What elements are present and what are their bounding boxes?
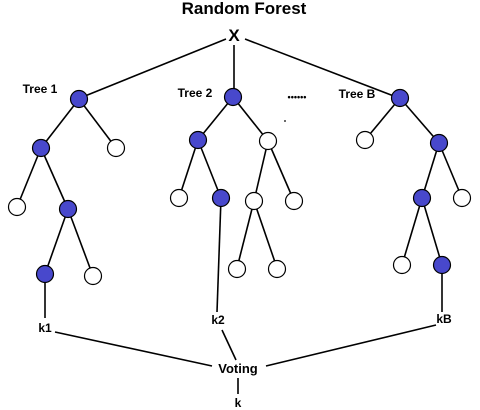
edges [16, 38, 463, 394]
edge-tB [399, 97, 440, 144]
tree-node-active [412, 188, 432, 208]
edge-t2 [236, 200, 255, 269]
tree-node-active [31, 138, 51, 158]
diagram-title: Random Forest [182, 0, 307, 18]
tree-node [258, 131, 278, 151]
edge-t2 [197, 96, 234, 141]
edge-t2 [253, 140, 269, 202]
root-label-x: X [228, 26, 240, 45]
edge-t1 [40, 147, 69, 210]
edge-t1 [78, 98, 117, 149]
tree-node [7, 197, 27, 217]
edge-t2 [253, 200, 278, 269]
trees-ellipsis: •••••• [288, 92, 307, 102]
edge-t1 [67, 208, 94, 277]
tree-node [452, 188, 472, 208]
final-output-label: k [235, 396, 242, 410]
edge-tB [421, 197, 443, 266]
tree-node-active [58, 199, 78, 219]
edge-t1 [16, 147, 42, 208]
treeB-leaf-active [432, 255, 452, 275]
edge-kB-voting [265, 324, 437, 367]
edge-root-treeB [244, 38, 400, 99]
edge-t2-output [216, 197, 222, 313]
edge-t2 [267, 140, 295, 202]
edge-root-tree1 [79, 38, 227, 99]
tree2-leaf-active [211, 188, 231, 208]
edge-t2 [232, 96, 269, 142]
edge-tB [364, 97, 401, 141]
tree-node [169, 188, 189, 208]
treeB-output-label: kB [436, 312, 452, 326]
tree-node [284, 191, 304, 211]
tree1-label: Tree 1 [23, 82, 58, 96]
voting-label: Voting [218, 361, 258, 376]
edge-t1 [40, 98, 80, 149]
edge-tB [401, 197, 423, 266]
tree2-label: Tree 2 [178, 86, 213, 100]
tree2-output-label: k2 [211, 313, 225, 327]
tree-node [244, 191, 264, 211]
tree1-output-label: k1 [38, 321, 52, 335]
tree-node [392, 255, 412, 275]
edge-k2-voting [221, 329, 237, 361]
edge-tB [438, 142, 463, 199]
nodes [7, 87, 472, 286]
tree-node [106, 138, 126, 158]
tree1-root-node [69, 89, 89, 109]
tree-node [267, 259, 287, 279]
tree-node-active [188, 130, 208, 150]
tree-node [83, 266, 103, 286]
tree-node [355, 130, 375, 150]
tree1-leaf-active [35, 264, 55, 284]
treeB-root-node [390, 88, 410, 108]
stray-dot [284, 120, 286, 122]
edge-tB [421, 142, 440, 199]
edge-t1 [44, 208, 69, 275]
tree2-root-node [223, 87, 243, 107]
edge-t2 [178, 139, 199, 199]
tree-node [227, 259, 247, 279]
edge-t2 [197, 139, 222, 199]
edge-k1-voting [54, 331, 213, 367]
treeB-label: Tree B [339, 87, 376, 101]
tree-node-active [429, 133, 449, 153]
